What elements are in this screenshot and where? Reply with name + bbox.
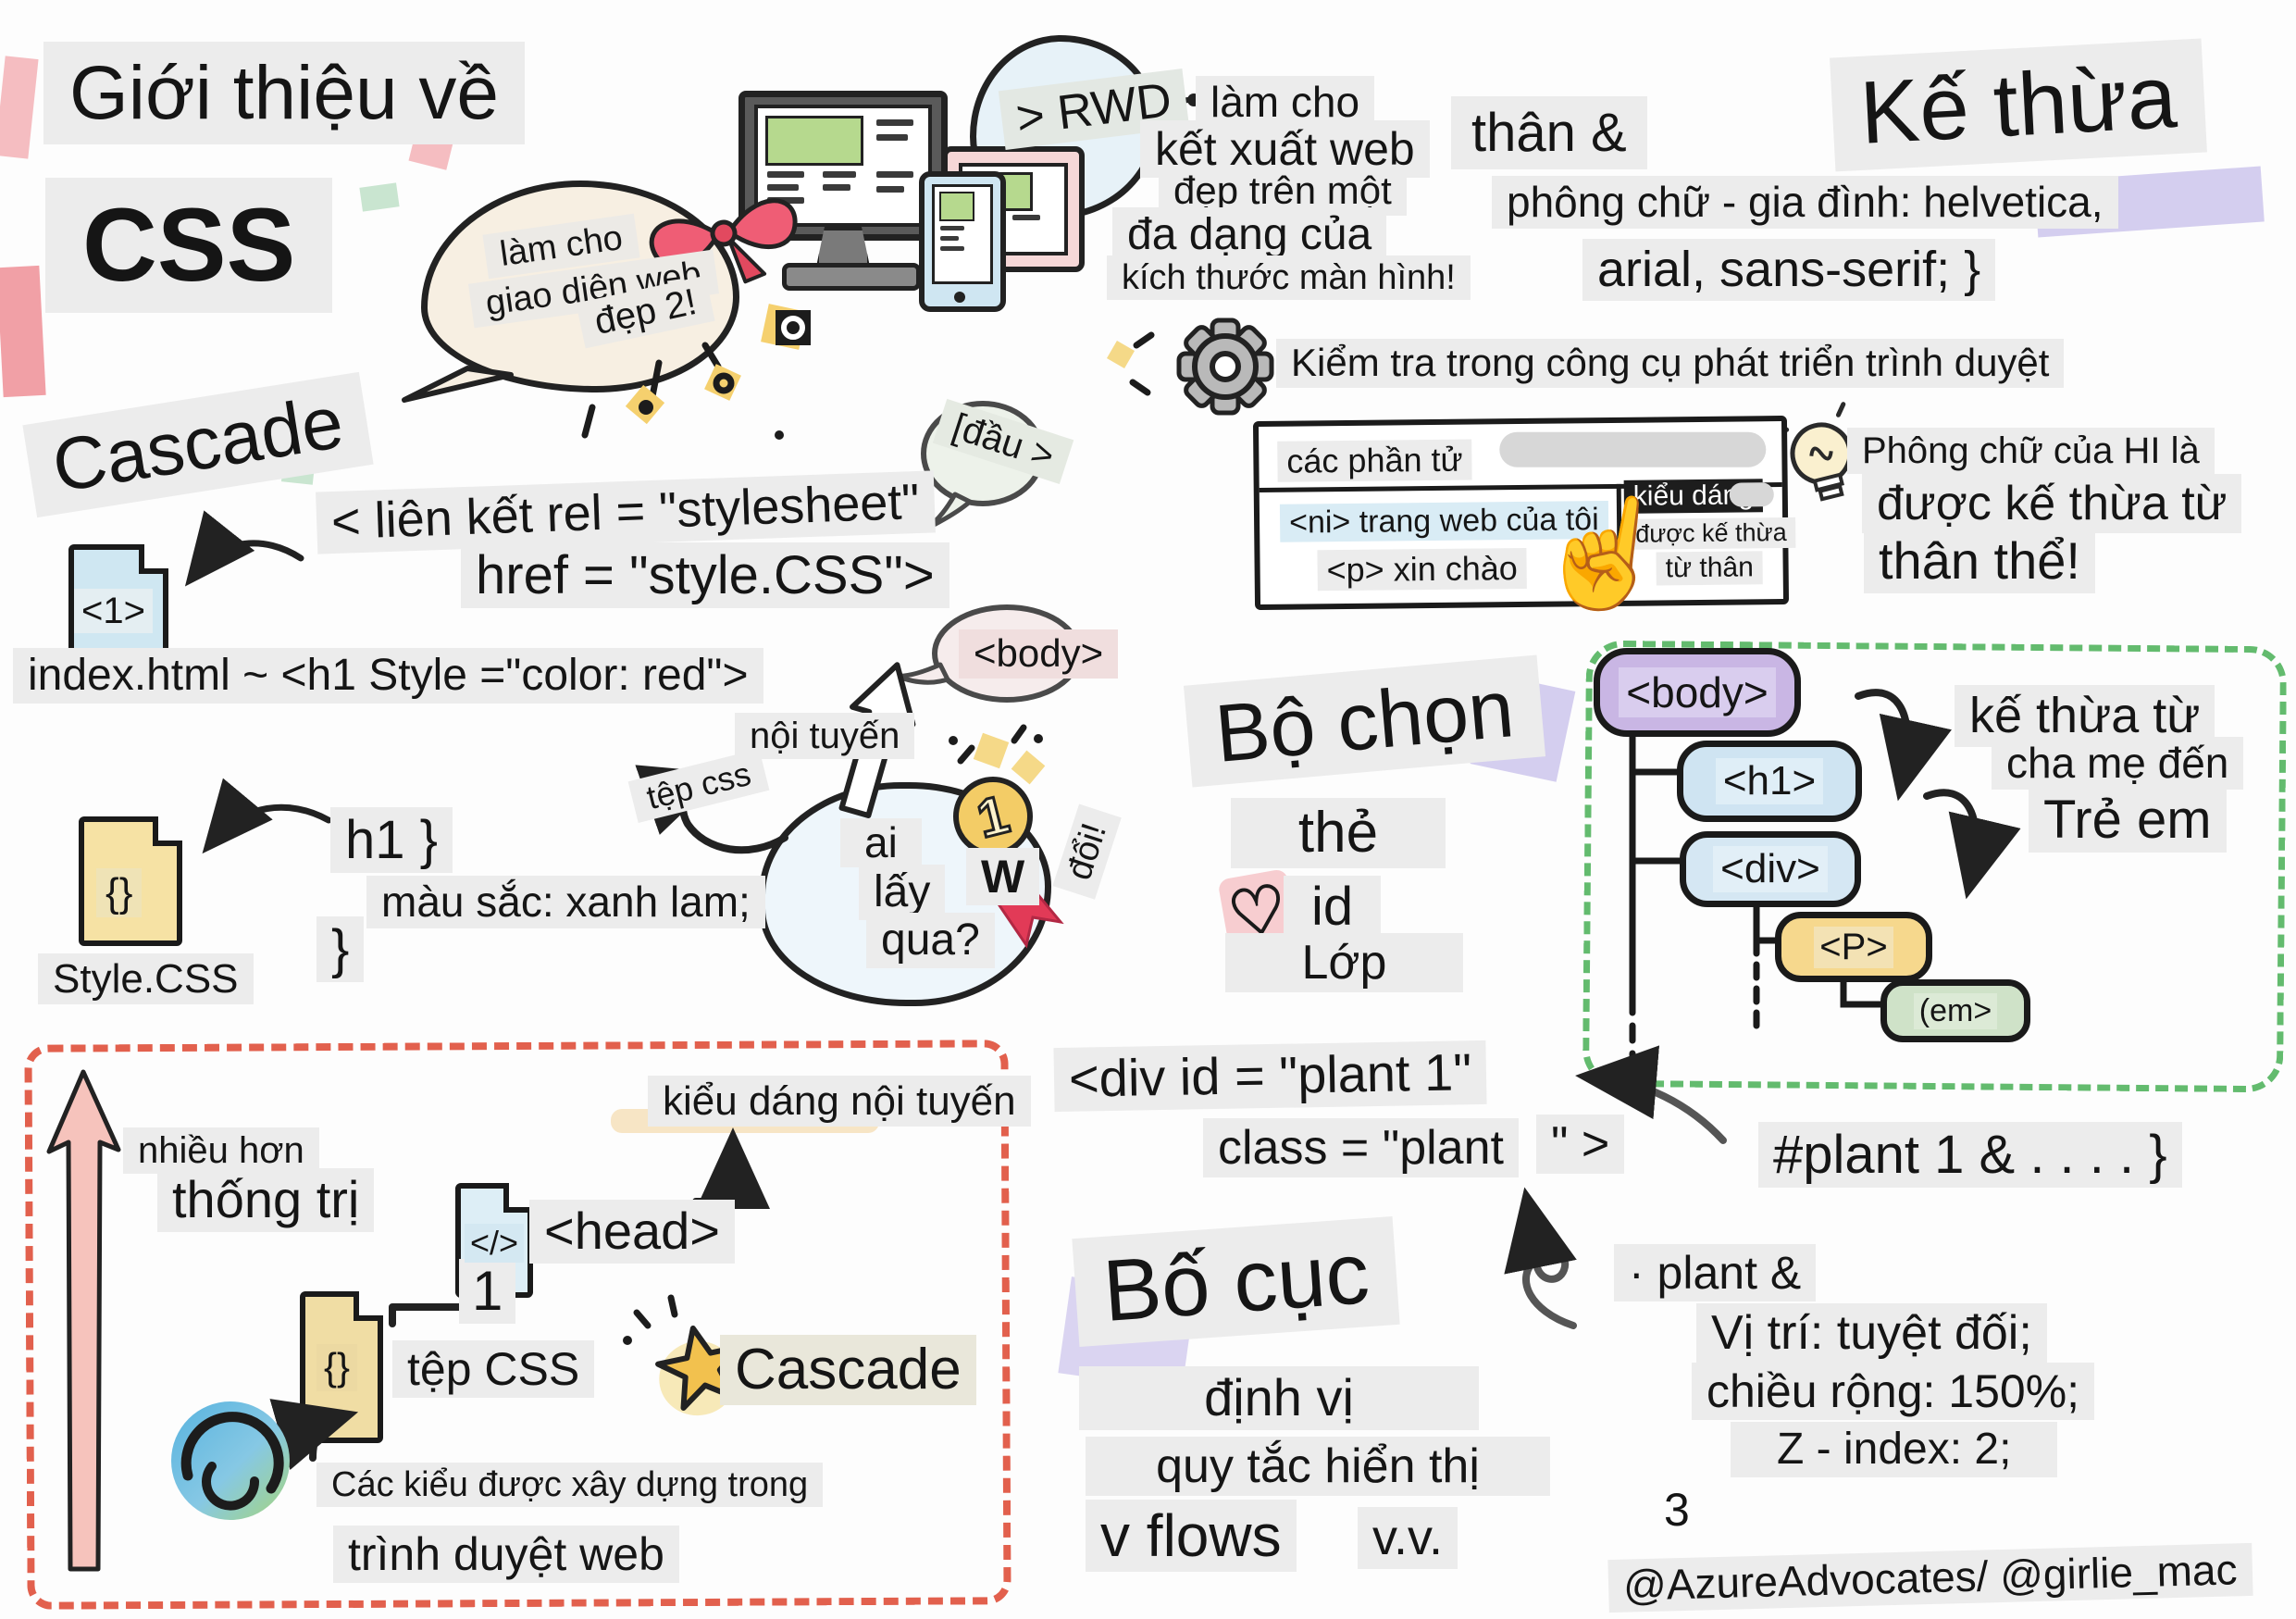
- browser-note-line1: Các kiểu được xây dựng trong: [316, 1463, 824, 1508]
- selector-item-id: id: [1284, 876, 1382, 939]
- css-rule-line1: h1 }: [330, 807, 453, 874]
- tree-node-div: <div>: [1680, 831, 1861, 907]
- devtools-panel: các phần tử <ni> trang web của tôi <p> x…: [1252, 415, 1796, 611]
- footer-credit: @AzureAdvocates/ @girlie_mac: [1607, 1542, 2253, 1613]
- selector-item-tag: thẻ: [1231, 798, 1446, 868]
- inherit-tip-line3: thân thể!: [1864, 529, 2095, 593]
- plant-rule1: Vị trí: tuyệt đối;: [1696, 1303, 2047, 1364]
- dominant-label: thống trị: [157, 1168, 375, 1232]
- balloon-line3: qua?: [866, 913, 995, 968]
- rwd-note-line3: đẹp trên một: [1159, 167, 1407, 216]
- tree-node-h1: <h1>: [1677, 741, 1862, 822]
- tree-node-label: (em>: [1913, 992, 1998, 1029]
- tree-node-em: (em>: [1880, 979, 2030, 1042]
- devtools-note: Kiểm tra trong công cụ phát triển trình …: [1276, 339, 2065, 388]
- medal-sparkles: [949, 724, 1046, 785]
- devtools-toolbar-band: [1499, 431, 1767, 467]
- plant-rule3: Z - index: 2;: [1731, 1422, 2058, 1477]
- head-bubble-label: [đầu >: [932, 398, 1074, 485]
- inline-style-label: kiểu dáng nội tuyến: [648, 1076, 1031, 1127]
- inherit-tip-line2: được kế thừa từ: [1862, 474, 2242, 534]
- css-file2-label: tệp CSS: [392, 1340, 595, 1398]
- layout-item1: định vị: [1079, 1366, 1479, 1430]
- body-bubble-label: <body>: [959, 629, 1119, 679]
- css-file-label: tệp css: [627, 749, 770, 823]
- layout-item4: v.v.: [1358, 1507, 1458, 1569]
- devtools-tab-elements: các phần tử: [1277, 439, 1472, 482]
- devtools-dom-line2: <p> xin chào: [1317, 547, 1528, 592]
- browser-note-line2: trình duyệt web: [333, 1526, 679, 1583]
- tree-node-label: <P>: [1814, 926, 1893, 968]
- layout-item2: quy tắc hiển thị: [1086, 1437, 1550, 1497]
- css-file-name: Style.CSS: [38, 953, 254, 1005]
- tree-node-p: <P>: [1775, 912, 1932, 982]
- link-to-file-arrow: [184, 510, 304, 587]
- h1-to-file-arrow: [202, 778, 332, 854]
- inheritance-title: Kế thừa: [1830, 38, 2207, 172]
- layout-item3: v flows: [1086, 1500, 1297, 1573]
- rwd-note-line5: kích thước màn hình!: [1107, 255, 1471, 301]
- class-rule-squiggle-arrow: [1504, 1187, 1577, 1329]
- more-label: nhiều hơn: [123, 1127, 319, 1175]
- css-rule-line3: }: [316, 916, 365, 983]
- css-file-badge: {}: [96, 868, 143, 918]
- css-file2-badge: {}: [316, 1344, 358, 1391]
- devtools-styles-band: [1729, 482, 1774, 507]
- link-rel-line2: href = "style.CSS">: [461, 542, 949, 609]
- washi-tape: [0, 56, 39, 159]
- tree-note-line1: kế thừa từ: [1955, 685, 2215, 747]
- cascade-badge-label: Cascade: [720, 1335, 976, 1405]
- rank1-label: 1: [459, 1259, 516, 1324]
- hand-pointer-icon: ☝: [1528, 482, 1681, 623]
- head-file-badge: </>: [465, 1224, 525, 1263]
- tree-node-label: <div>: [1713, 846, 1828, 892]
- plant-rule2: chiều rộng: 150%;: [1692, 1363, 2095, 1420]
- font-family-line2: arial, sans-serif; }: [1582, 239, 1996, 301]
- gear-icon: [1176, 318, 1274, 416]
- layout-title: Bố cục: [1072, 1216, 1401, 1348]
- phone-icon: [919, 171, 1006, 312]
- tree-note-line3: Trẻ em: [2029, 787, 2227, 853]
- tree-node-label: <body>: [1619, 667, 1776, 717]
- css-rule-line2: màu sắc: xanh lam;: [366, 876, 765, 929]
- page-title-line2: CSS: [45, 178, 333, 313]
- index-html-line: index.html ~ <h1 Style ="color: red">: [13, 648, 763, 704]
- plant-id-rule: #plant 1 & . . . . }: [1758, 1122, 2182, 1189]
- red-label: đổi!: [1052, 803, 1122, 900]
- balloon-line2: lấy: [859, 865, 946, 920]
- inline-label: nội tuyến: [735, 713, 915, 760]
- html-file-badge: <1>: [74, 589, 153, 634]
- head-label: <head>: [529, 1200, 735, 1264]
- plant-div-line1: <div id = "plant 1": [1053, 1040, 1487, 1113]
- rwd-note-line1: làm cho: [1196, 76, 1375, 130]
- plant-div-line2-end: " >: [1536, 1115, 1625, 1175]
- page-title-line1: Giới thiệu về: [43, 42, 525, 145]
- tree-note-line2: cha mẹ đến: [1992, 737, 2244, 791]
- plant-closing: 3: [1664, 1484, 1690, 1536]
- font-family-line1: phông chữ - gia đình: helvetica,: [1492, 176, 2118, 230]
- inherit-tip-line1: Phông chữ của HI là: [1847, 428, 2215, 475]
- washi-tape: [0, 265, 46, 398]
- rwd-note-line4: đa dạng của: [1112, 207, 1387, 263]
- body-and-label: thân &: [1451, 96, 1647, 170]
- tree-node-body: <body>: [1594, 648, 1801, 737]
- gear-sparkles: [1106, 331, 1155, 396]
- link-rel-line1: < liên kết rel = "stylesheet": [316, 470, 936, 554]
- monitor-icon: [738, 91, 948, 291]
- plant-class-header: · plant &: [1614, 1244, 1817, 1301]
- medal-w-label: W: [966, 848, 1040, 905]
- washi-tape: [359, 182, 400, 212]
- balloon-line1: ai: [840, 818, 922, 868]
- selector-item-class: Lớp: [1225, 933, 1463, 993]
- plant-div-line2: class = "plant: [1203, 1118, 1519, 1178]
- tree-node-label: <h1>: [1715, 758, 1824, 804]
